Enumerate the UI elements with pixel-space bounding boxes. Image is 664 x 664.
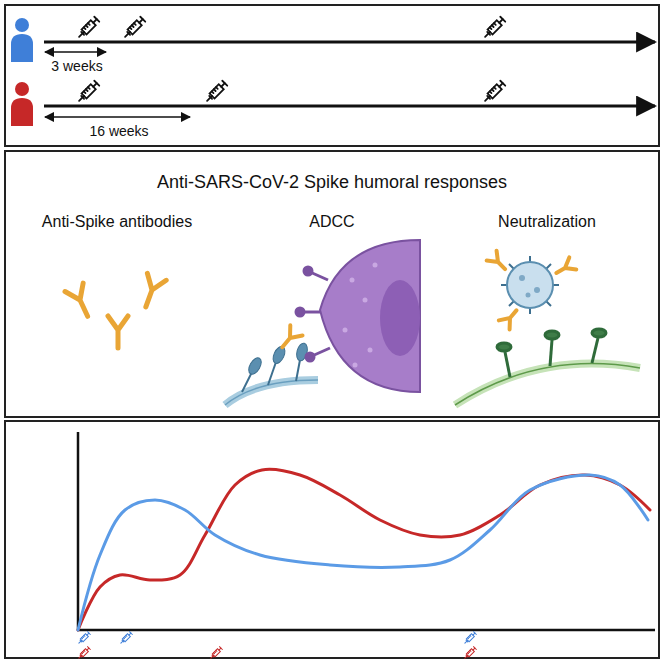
drawing-part <box>463 632 476 645</box>
drawing-part <box>205 81 228 104</box>
interval-arrow <box>45 51 106 53</box>
drawing-part <box>296 267 330 361</box>
drawing-part <box>268 362 276 385</box>
drawing-part <box>353 363 358 368</box>
drawing-part <box>497 343 511 351</box>
response-label: Anti-Spike antibodies <box>42 212 192 231</box>
drawing-part <box>225 380 318 405</box>
interval-arrow <box>45 116 190 118</box>
drawing-part <box>306 353 314 361</box>
drawing-part <box>296 308 304 316</box>
drawing-part <box>123 17 146 40</box>
drawing-part <box>463 647 476 660</box>
drawing-part <box>15 18 29 32</box>
response-curves <box>78 469 650 630</box>
response-curve <box>78 475 648 630</box>
drawing-part <box>526 293 531 298</box>
drawing-part <box>225 380 318 405</box>
drawing-part <box>343 328 348 333</box>
panel-heading: Anti-SARS-CoV-2 Spike humoral responses <box>157 172 507 194</box>
drawing-part <box>343 263 378 368</box>
drawing-part <box>487 251 577 330</box>
drawing-part <box>276 325 302 352</box>
drawing-part <box>455 364 640 405</box>
drawing-part <box>380 280 420 356</box>
red-person <box>11 82 33 126</box>
interval-label: 16 weeks <box>89 123 148 140</box>
drawing-part <box>350 278 355 283</box>
drawing-part <box>320 240 420 392</box>
drawing-part <box>507 262 553 308</box>
drawing-part <box>246 356 264 377</box>
drawing-part <box>553 257 576 279</box>
drawing-part <box>499 306 522 330</box>
interval-label: 3 weeks <box>51 58 102 75</box>
drawing-part <box>15 82 29 96</box>
response-label: ADCC <box>309 212 354 231</box>
drawing-part <box>363 298 368 303</box>
antibodies <box>65 273 166 348</box>
drawing-part <box>242 342 309 392</box>
drawing-part <box>65 283 97 320</box>
drawing-part <box>505 352 510 377</box>
drawing-part <box>487 251 510 274</box>
drawing-part <box>519 275 525 281</box>
drawing-part <box>497 329 606 377</box>
drawing-part <box>545 331 559 339</box>
x-axis <box>77 629 655 632</box>
response-label: Neutralization <box>498 212 596 231</box>
drawing-part <box>209 647 222 660</box>
drawing-part <box>592 329 606 337</box>
response-curve <box>78 469 650 630</box>
drawing-part <box>77 632 90 645</box>
drawing-part <box>534 287 540 293</box>
drawing-part <box>550 340 552 366</box>
drawing-part <box>11 34 33 62</box>
drawing-part <box>11 98 33 126</box>
drawing-part <box>455 364 640 405</box>
drawing-part <box>242 372 252 392</box>
syringes-blue <box>77 632 476 645</box>
syringes-top <box>77 17 506 104</box>
drawing-part <box>271 345 288 366</box>
syringes-red <box>77 647 476 660</box>
panel-box: 3 weeks 16 weeks <box>4 4 660 147</box>
drawing-part <box>136 273 166 310</box>
drawing-part <box>592 338 598 363</box>
blue-person <box>11 18 33 62</box>
drawing-part <box>304 267 312 275</box>
adcc-illustration <box>225 240 420 405</box>
drawing-part <box>296 360 300 381</box>
drawing-part <box>368 348 373 353</box>
drawing-part <box>519 275 540 298</box>
panel-box: Anti-SARS-CoV-2 Spike humoral responsesA… <box>4 150 660 418</box>
timeline <box>44 41 655 44</box>
chart-panel <box>5 421 659 658</box>
drawing-part <box>108 316 128 348</box>
drawing-part <box>77 647 90 660</box>
drawing-part <box>373 263 378 268</box>
drawing-part <box>501 256 559 314</box>
drawing-part <box>77 17 100 40</box>
drawing-part <box>119 632 132 645</box>
neutralization-illustration <box>455 251 640 405</box>
drawing-part <box>77 81 100 104</box>
timeline <box>44 105 655 108</box>
y-axis <box>77 432 80 630</box>
drawing-part <box>483 17 506 40</box>
drawing-part <box>483 81 506 104</box>
